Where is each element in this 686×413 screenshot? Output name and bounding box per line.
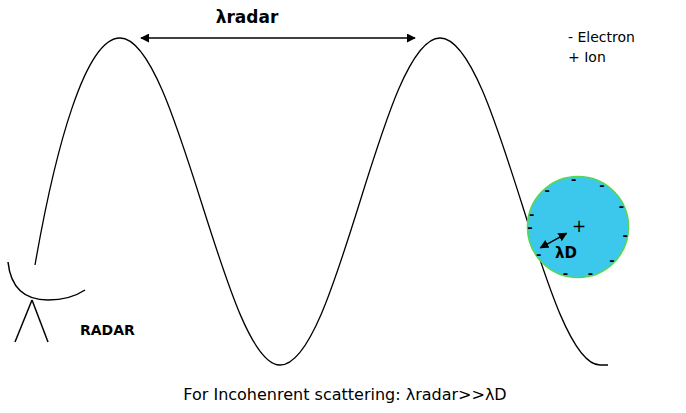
electron-sign: - <box>536 248 541 261</box>
legend-text: + Ion <box>568 50 606 64</box>
debye-label: λD <box>555 246 577 261</box>
electron-sign: - <box>609 254 614 267</box>
radar-wave <box>35 38 608 365</box>
radar-label: RADAR <box>80 323 135 337</box>
ion-sign: + <box>572 218 586 235</box>
electron-sign: - <box>571 173 576 186</box>
wavelength-label: λradar <box>216 9 279 26</box>
sphere-shape <box>528 177 629 278</box>
wavelength-arrow <box>141 37 415 39</box>
electron-sign: - <box>588 267 593 280</box>
electron-sign: - <box>619 200 624 213</box>
electron-sign: - <box>529 208 534 221</box>
legend-text: - Electron <box>568 30 635 44</box>
electron-sign: - <box>563 267 568 280</box>
electron-sign: - <box>544 184 549 197</box>
electron-sign: - <box>527 221 532 234</box>
caption: For Incohenrent scattering: λradar>>λD <box>183 387 506 403</box>
radar-dish <box>8 262 85 300</box>
radar-leg <box>32 300 48 342</box>
electron-sign: - <box>599 179 604 192</box>
electron-sign: - <box>623 229 628 242</box>
radar-leg <box>15 300 32 342</box>
